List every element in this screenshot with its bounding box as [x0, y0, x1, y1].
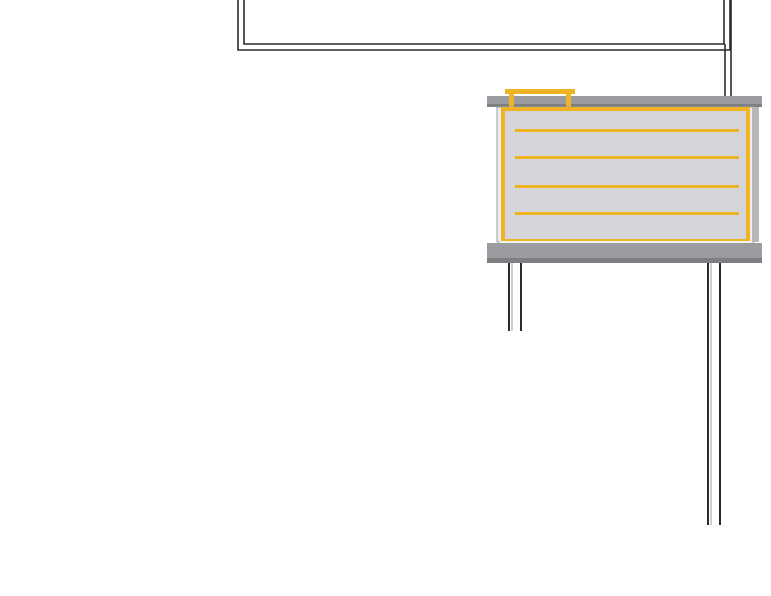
pipe-outer-line	[237, 0, 731, 51]
unit-base-shade	[487, 258, 762, 263]
coil-row	[515, 185, 739, 188]
coil-row	[515, 156, 739, 159]
inlet-fitting	[505, 89, 575, 107]
pipe-inner-line	[243, 0, 725, 45]
coil-frame	[501, 107, 750, 243]
unit-top-cap-shade	[487, 104, 762, 107]
piping-loop	[237, 0, 732, 98]
right-return-pipe	[707, 263, 721, 525]
coil-rows	[515, 129, 739, 215]
left-support-leg	[508, 263, 522, 331]
coil-row	[515, 129, 739, 132]
coil-row	[515, 212, 739, 215]
unit-top-cap	[487, 96, 762, 107]
unit-side-shadow	[752, 107, 759, 242]
heat-exchanger-unit	[487, 89, 762, 263]
